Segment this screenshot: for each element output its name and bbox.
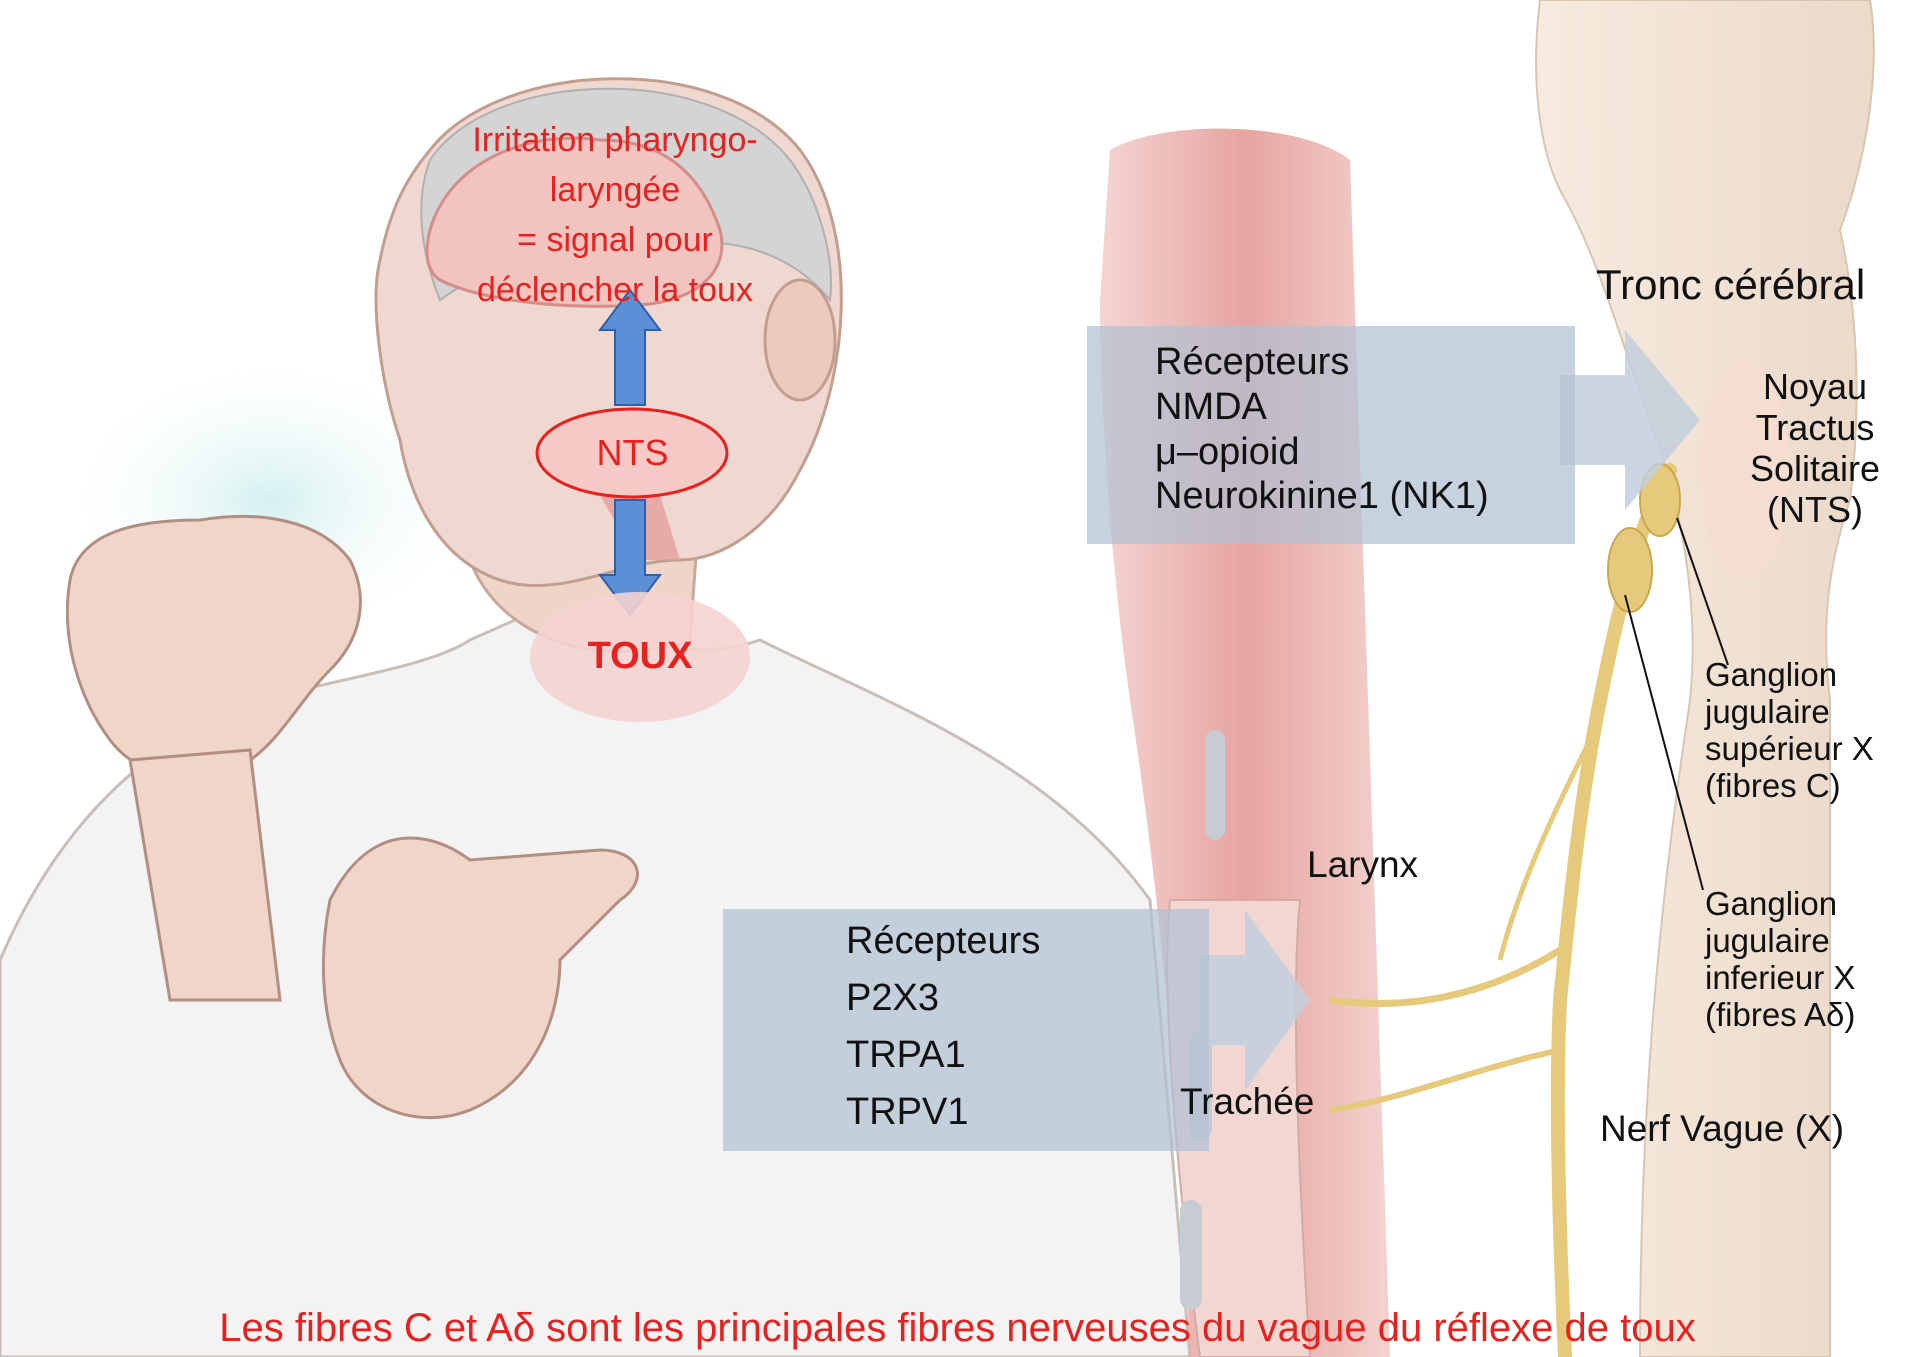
- footer-caption: Les fibres C et Aδ sont les principales …: [0, 1307, 1915, 1349]
- irritation-line: déclencher la toux: [425, 265, 805, 315]
- receptor-item: Récepteurs: [846, 913, 1040, 970]
- trachee-label: Trachée: [1180, 1083, 1314, 1122]
- irritation-line: = signal pour: [425, 215, 805, 265]
- noyau-line: (NTS): [1725, 489, 1905, 530]
- tronc-label: Tronc cérébral: [1596, 263, 1865, 307]
- ganglion-sup-line: (fibres C): [1705, 767, 1874, 804]
- receptor-item: Neurokinine1 (NK1): [1155, 474, 1489, 519]
- noyau-line: Noyau: [1725, 366, 1905, 407]
- receptor-item: TRPA1: [846, 1027, 1040, 1084]
- receptors-bottom-list: Récepteurs P2X3 TRPA1 TRPV1: [846, 913, 1040, 1141]
- ganglion-inf-label: Ganglion jugulaire inferieur X (fibres A…: [1705, 885, 1855, 1033]
- noyau-label: Noyau Tractus Solitaire (NTS): [1725, 366, 1905, 530]
- ganglion-inf-line: Ganglion: [1705, 885, 1855, 922]
- irritation-label: Irritation pharyngo- laryngée = signal p…: [425, 115, 805, 315]
- ganglion-inf-line: inferieur X: [1705, 959, 1855, 996]
- noyau-line: Solitaire: [1725, 448, 1905, 489]
- ganglion-inf-line: jugulaire: [1705, 922, 1855, 959]
- cartilage-ring: [1180, 1200, 1202, 1310]
- receptor-item: TRPV1: [846, 1084, 1040, 1141]
- nts-label: NTS: [580, 434, 685, 472]
- noyau-line: Tractus: [1725, 407, 1905, 448]
- receptor-item: P2X3: [846, 970, 1040, 1027]
- ganglion-sup-line: Ganglion: [1705, 656, 1874, 693]
- ganglion-sup-label: Ganglion jugulaire supérieur X (fibres C…: [1705, 656, 1874, 804]
- irritation-line: Irritation pharyngo-: [425, 115, 805, 165]
- receptors-top-list: Récepteurs NMDA μ–opioid Neurokinine1 (N…: [1155, 340, 1489, 519]
- larynx-label: Larynx: [1307, 846, 1418, 885]
- receptor-item: Récepteurs: [1155, 340, 1489, 385]
- cartilage-ring: [1205, 730, 1225, 840]
- ganglion-sup-line: jugulaire: [1705, 693, 1874, 730]
- receptor-item: μ–opioid: [1155, 430, 1489, 475]
- irritation-line: laryngée: [425, 165, 805, 215]
- ganglion-sup-line: supérieur X: [1705, 730, 1874, 767]
- receptor-item: NMDA: [1155, 385, 1489, 430]
- nerf-vague-label: Nerf Vague (X): [1600, 1110, 1844, 1149]
- toux-label: TOUX: [560, 637, 720, 677]
- ganglion-inferior: [1608, 528, 1652, 612]
- ganglion-inf-line: (fibres Aδ): [1705, 996, 1855, 1033]
